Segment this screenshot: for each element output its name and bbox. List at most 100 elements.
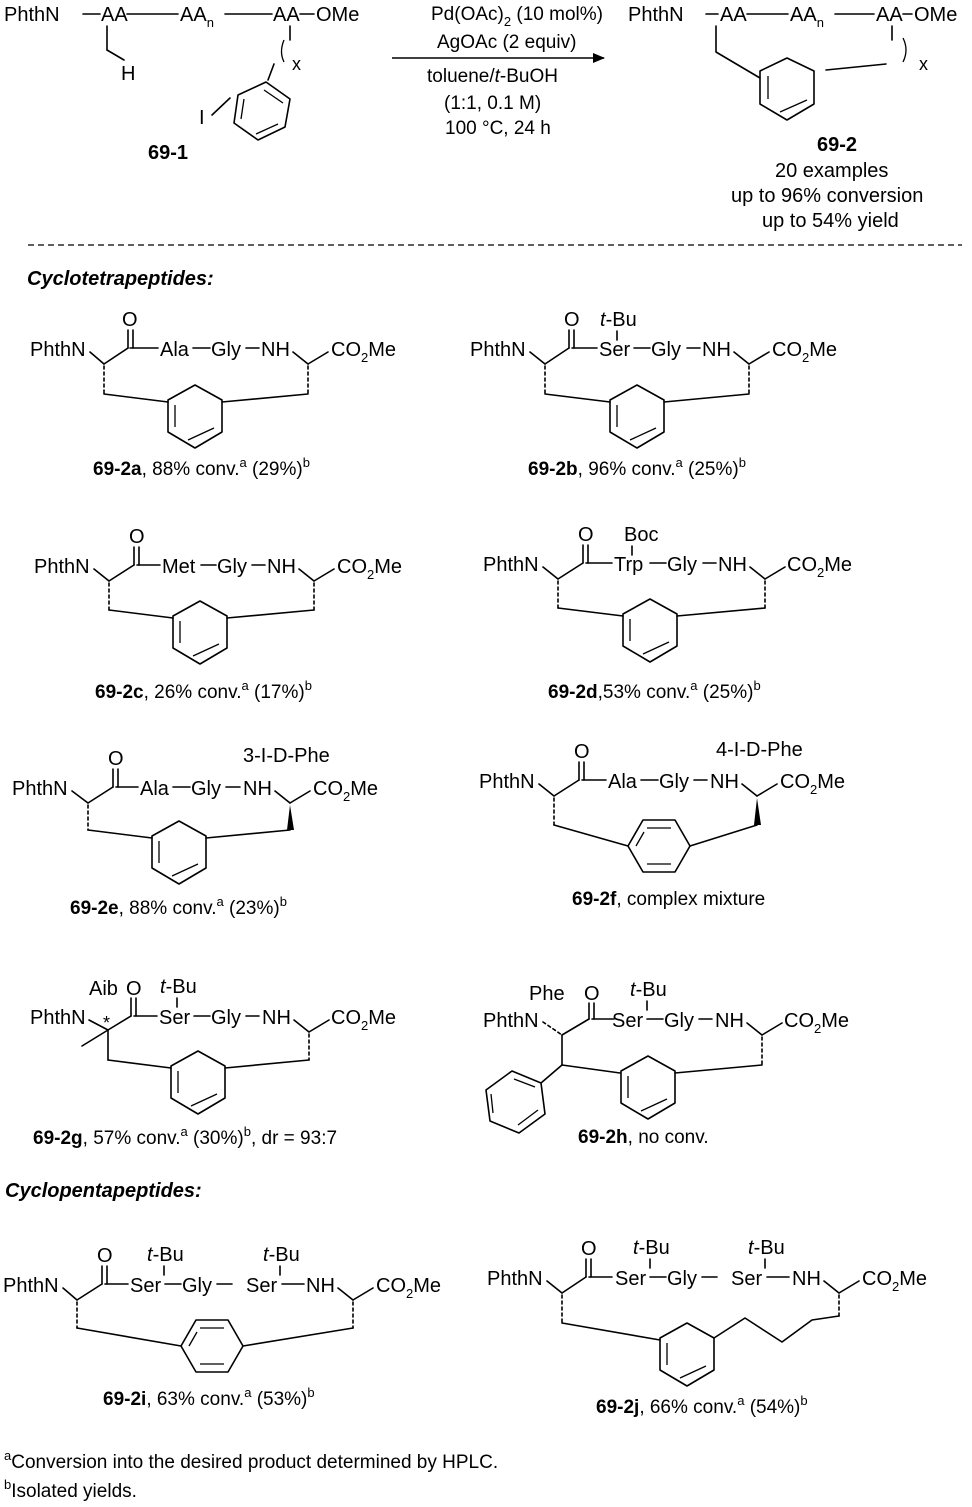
svg-text:NH: NH [243, 778, 272, 800]
product-label: 69-2 [817, 134, 857, 156]
svg-text:t-Bu: t-Bu [633, 1237, 670, 1259]
svg-text:CO2Me: CO2Me [787, 554, 852, 580]
svg-text:Met: Met [162, 556, 196, 578]
svg-text:NH: NH [267, 556, 296, 578]
svg-text:PhthN: PhthN [12, 778, 68, 800]
svg-text:69-2a, 88% conv.a (29%)b: 69-2a, 88% conv.a (29%)b [93, 455, 310, 480]
svg-text:CO2Me: CO2Me [376, 1275, 441, 1301]
svg-text:CO2Me: CO2Me [780, 771, 845, 797]
svg-text:69-2g, 57% conv.a (30%)b, dr =: 69-2g, 57% conv.a (30%)b, dr = 93:7 [33, 1124, 337, 1149]
condition-temperature: 100 °C, 24 h [445, 118, 551, 139]
product-examples: 20 examples [775, 160, 888, 182]
svg-text:CO2Me: CO2Me [337, 556, 402, 582]
svg-text:Ser: Ser [612, 1010, 643, 1032]
svg-text:O: O [129, 526, 145, 548]
svg-text:NH: NH [792, 1268, 821, 1290]
svg-text:Ala: Ala [160, 339, 190, 361]
product-chain-index: x [919, 54, 928, 74]
svg-text:Boc: Boc [624, 524, 658, 546]
product-n-terminus: PhthN [628, 4, 684, 26]
substrate-residue-n: AAn [180, 4, 214, 30]
svg-text:PhthN: PhthN [30, 339, 86, 361]
compound-69-2a: PhthN O Ala Gly NH CO2Me 69-2a, 88% conv… [30, 309, 396, 480]
svg-text:CO2Me: CO2Me [784, 1010, 849, 1036]
svg-text:PhthN: PhthN [487, 1268, 543, 1290]
svg-text:Ala: Ala [608, 771, 638, 793]
substrate-methyl-h: H [121, 63, 135, 85]
svg-text:Gly: Gly [182, 1275, 212, 1297]
substrate-69-1: PhthN AA AAn AA OMe H x I 69-1 [4, 4, 359, 164]
side-chain-label: 4-I-D-Phe [716, 739, 803, 761]
svg-text:Gly: Gly [667, 554, 697, 576]
compound-69-2b: PhthN O t-Bu Ser Gly NH CO2Me 69-2b, 96%… [470, 309, 837, 480]
svg-text:t-Bu: t-Bu [600, 309, 637, 331]
compound-69-2h: Phe O PhthN t-Bu Ser Gly NH CO2Me 69-2h,… [483, 979, 849, 1148]
svg-text:CO2Me: CO2Me [331, 1007, 396, 1033]
substrate-label: 69-1 [148, 142, 188, 164]
substrate-iodo: I [199, 107, 205, 129]
svg-text:O: O [578, 524, 594, 546]
condition-catalyst: Pd(OAc)2 (10 mol%) [431, 4, 603, 29]
side-chain-label: Phe [529, 983, 565, 1005]
svg-text:PhthN: PhthN [479, 771, 535, 793]
side-chain-label: 3-I-D-Phe [243, 745, 330, 767]
svg-text:O: O [564, 309, 580, 331]
section-title-cyclotetrapeptides: Cyclotetrapeptides: [27, 268, 214, 290]
substrate-residue-1: AA [101, 4, 128, 26]
svg-text:O: O [581, 1238, 597, 1260]
svg-text:O: O [574, 741, 590, 763]
svg-text:O: O [97, 1245, 113, 1267]
svg-text:PhthN: PhthN [30, 1007, 86, 1029]
svg-text:Gly: Gly [664, 1010, 694, 1032]
svg-text:PhthN: PhthN [483, 1010, 539, 1032]
condition-ratio: (1:1, 0.1 M) [444, 93, 541, 114]
svg-text:NH: NH [702, 339, 731, 361]
product-yield: up to 54% yield [762, 210, 899, 232]
svg-text:NH: NH [306, 1275, 335, 1297]
svg-text:Gly: Gly [191, 778, 221, 800]
svg-text:69-2d,53% conv.a (25%)b: 69-2d,53% conv.a (25%)b [548, 678, 761, 703]
substrate-c-terminus: OMe [316, 4, 359, 26]
svg-text:69-2c, 26% conv.a (17%)b: 69-2c, 26% conv.a (17%)b [95, 678, 312, 703]
product-69-2: PhthN AA AAn AA OMe x 69-2 20 examples u… [628, 4, 957, 232]
stereocenter-star: * [103, 1013, 110, 1033]
reaction-conditions: Pd(OAc)2 (10 mol%) AgOAc (2 equiv) tolue… [392, 4, 605, 139]
svg-text:Ser: Ser [731, 1268, 762, 1290]
svg-text:Trp: Trp [614, 554, 643, 576]
svg-text:Ser: Ser [599, 339, 630, 361]
svg-text:Gly: Gly [659, 771, 689, 793]
section-title-cyclopentapeptides: Cyclopentapeptides: [5, 1180, 202, 1202]
product-residue-3: AA [876, 4, 903, 26]
svg-text:Gly: Gly [667, 1268, 697, 1290]
compound-69-2f: PhthN O Ala Gly NH 4-I-D-Phe CO2Me 69-2f… [479, 739, 845, 910]
svg-text:t-Bu: t-Bu [630, 979, 667, 1001]
svg-text:CO2Me: CO2Me [331, 339, 396, 365]
product-c-terminus: OMe [914, 4, 957, 26]
svg-text:69-2i, 63% conv.a (53%)b: 69-2i, 63% conv.a (53%)b [103, 1385, 315, 1410]
substrate-chain-index: x [292, 54, 301, 74]
compound-69-2e: PhthN O Ala Gly NH 3-I-D-Phe CO2Me 69-2e… [12, 745, 378, 919]
svg-text:Gly: Gly [211, 339, 241, 361]
svg-text:O: O [122, 309, 138, 331]
svg-text:t-Bu: t-Bu [748, 1237, 785, 1259]
side-chain-label: Aib [89, 978, 118, 1000]
product-conversion: up to 96% conversion [731, 185, 923, 207]
compound-69-2j: PhthN O t-Bu Ser Gly t-Bu Ser NH CO2Me 6… [487, 1237, 927, 1418]
svg-text:PhthN: PhthN [470, 339, 526, 361]
svg-text:NH: NH [715, 1010, 744, 1032]
compound-69-2d: PhthN O Boc Trp Gly NH CO2Me 69-2d,53% c… [483, 524, 852, 703]
product-residue-n: AAn [790, 4, 824, 30]
svg-text:Ala: Ala [140, 778, 170, 800]
svg-text:O: O [126, 978, 142, 1000]
svg-text:Ser: Ser [159, 1007, 190, 1029]
svg-text:CO2Me: CO2Me [862, 1268, 927, 1294]
svg-text:O: O [584, 983, 600, 1005]
svg-text:Ser: Ser [615, 1268, 646, 1290]
compound-69-2g: Aib O PhthN * t-Bu Ser Gly NH CO2Me 69-2… [30, 976, 396, 1149]
svg-text:NH: NH [718, 554, 747, 576]
svg-text:t-Bu: t-Bu [263, 1244, 300, 1266]
footnote-a: aConversion into the desired product det… [4, 1448, 498, 1473]
svg-text:Ser: Ser [130, 1275, 161, 1297]
svg-text:O: O [108, 748, 124, 770]
svg-text:69-2f, complex mixture: 69-2f, complex mixture [572, 889, 765, 910]
